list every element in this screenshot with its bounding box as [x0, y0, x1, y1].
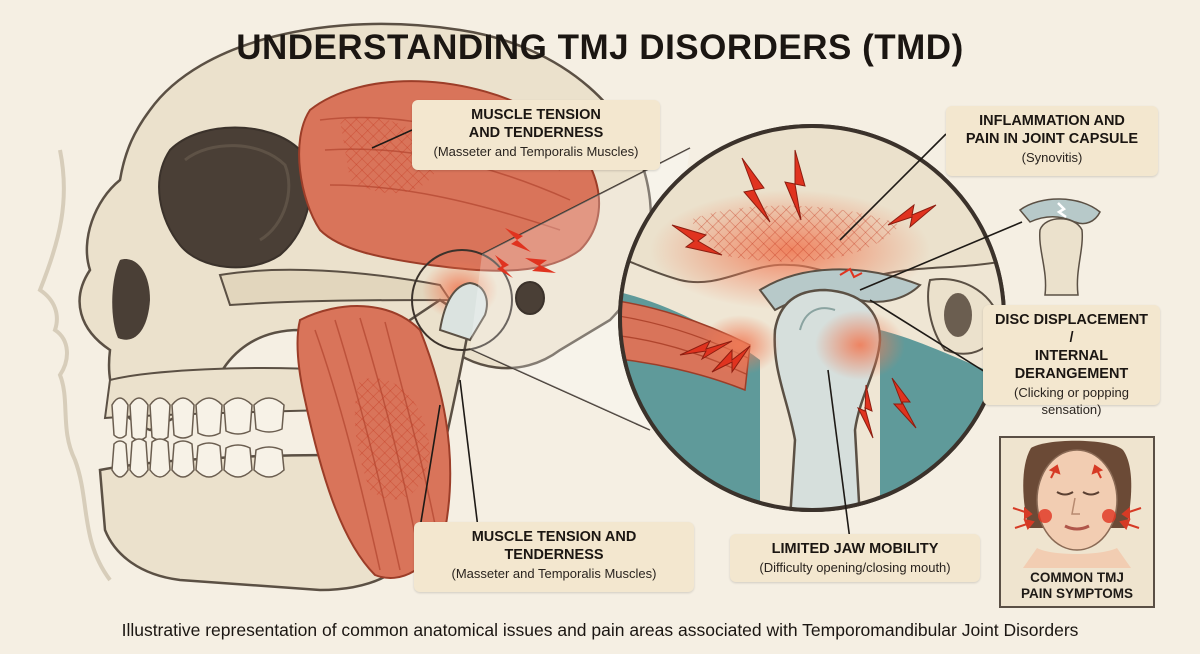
label-subtext: (Difficulty opening/closing mouth) [759, 560, 951, 575]
label-muscle-tension-bottom: MUSCLE TENSION AND TENDERNESS (Masseter … [414, 522, 694, 592]
label-subtext: (Clicking or popping sensation) [1014, 385, 1129, 417]
figure-caption: Illustrative representation of common an… [121, 620, 1079, 640]
label-subtext: (Masseter and Temporalis Muscles) [433, 144, 639, 159]
pain-bolts-magnified [671, 149, 937, 439]
label-muscle-tension-top: MUSCLE TENSION AND TENDERNESS (Masseter … [412, 100, 660, 170]
upper-teeth [111, 397, 285, 441]
label-inflammation: INFLAMMATION AND PAIN IN JOINT CAPSULE (… [946, 106, 1158, 176]
ear-opening [515, 281, 545, 315]
label-heading: MUSCLE TENSION AND TENDERNESS [468, 107, 604, 141]
label-heading: DISC DISPLACEMENT / INTERNAL DERANGEMENT [994, 312, 1149, 382]
pain-symptoms-inset: COMMON TMJ PAIN SYMPTOMS [999, 436, 1155, 608]
nasal-cavity [112, 259, 150, 340]
pain-bolts-joint [495, 228, 556, 278]
disc-displacement-icon [1018, 198, 1101, 296]
face-profile [37, 149, 112, 582]
label-subtext: (Synovitis) [1021, 150, 1083, 165]
eye-socket [158, 126, 312, 269]
label-heading: LIMITED JAW MOBILITY [771, 541, 939, 557]
lower-teeth [111, 438, 285, 478]
label-heading: MUSCLE TENSION AND TENDERNESS [471, 529, 637, 563]
inset-caption: COMMON TMJ PAIN SYMPTOMS [1020, 570, 1133, 601]
joint-callout-circle [411, 249, 513, 351]
label-limited-jaw-mobility: LIMITED JAW MOBILITY (Difficulty opening… [730, 534, 980, 582]
label-heading: INFLAMMATION AND PAIN IN JOINT CAPSULE [965, 113, 1139, 147]
page-title: UNDERSTANDING TMJ DISORDERS (TMD) [236, 28, 964, 67]
face-illustration [1012, 440, 1142, 568]
label-subtext: (Masseter and Temporalis Muscles) [451, 566, 657, 581]
label-disc-displacement: DISC DISPLACEMENT / INTERNAL DERANGEMENT… [983, 305, 1160, 417]
